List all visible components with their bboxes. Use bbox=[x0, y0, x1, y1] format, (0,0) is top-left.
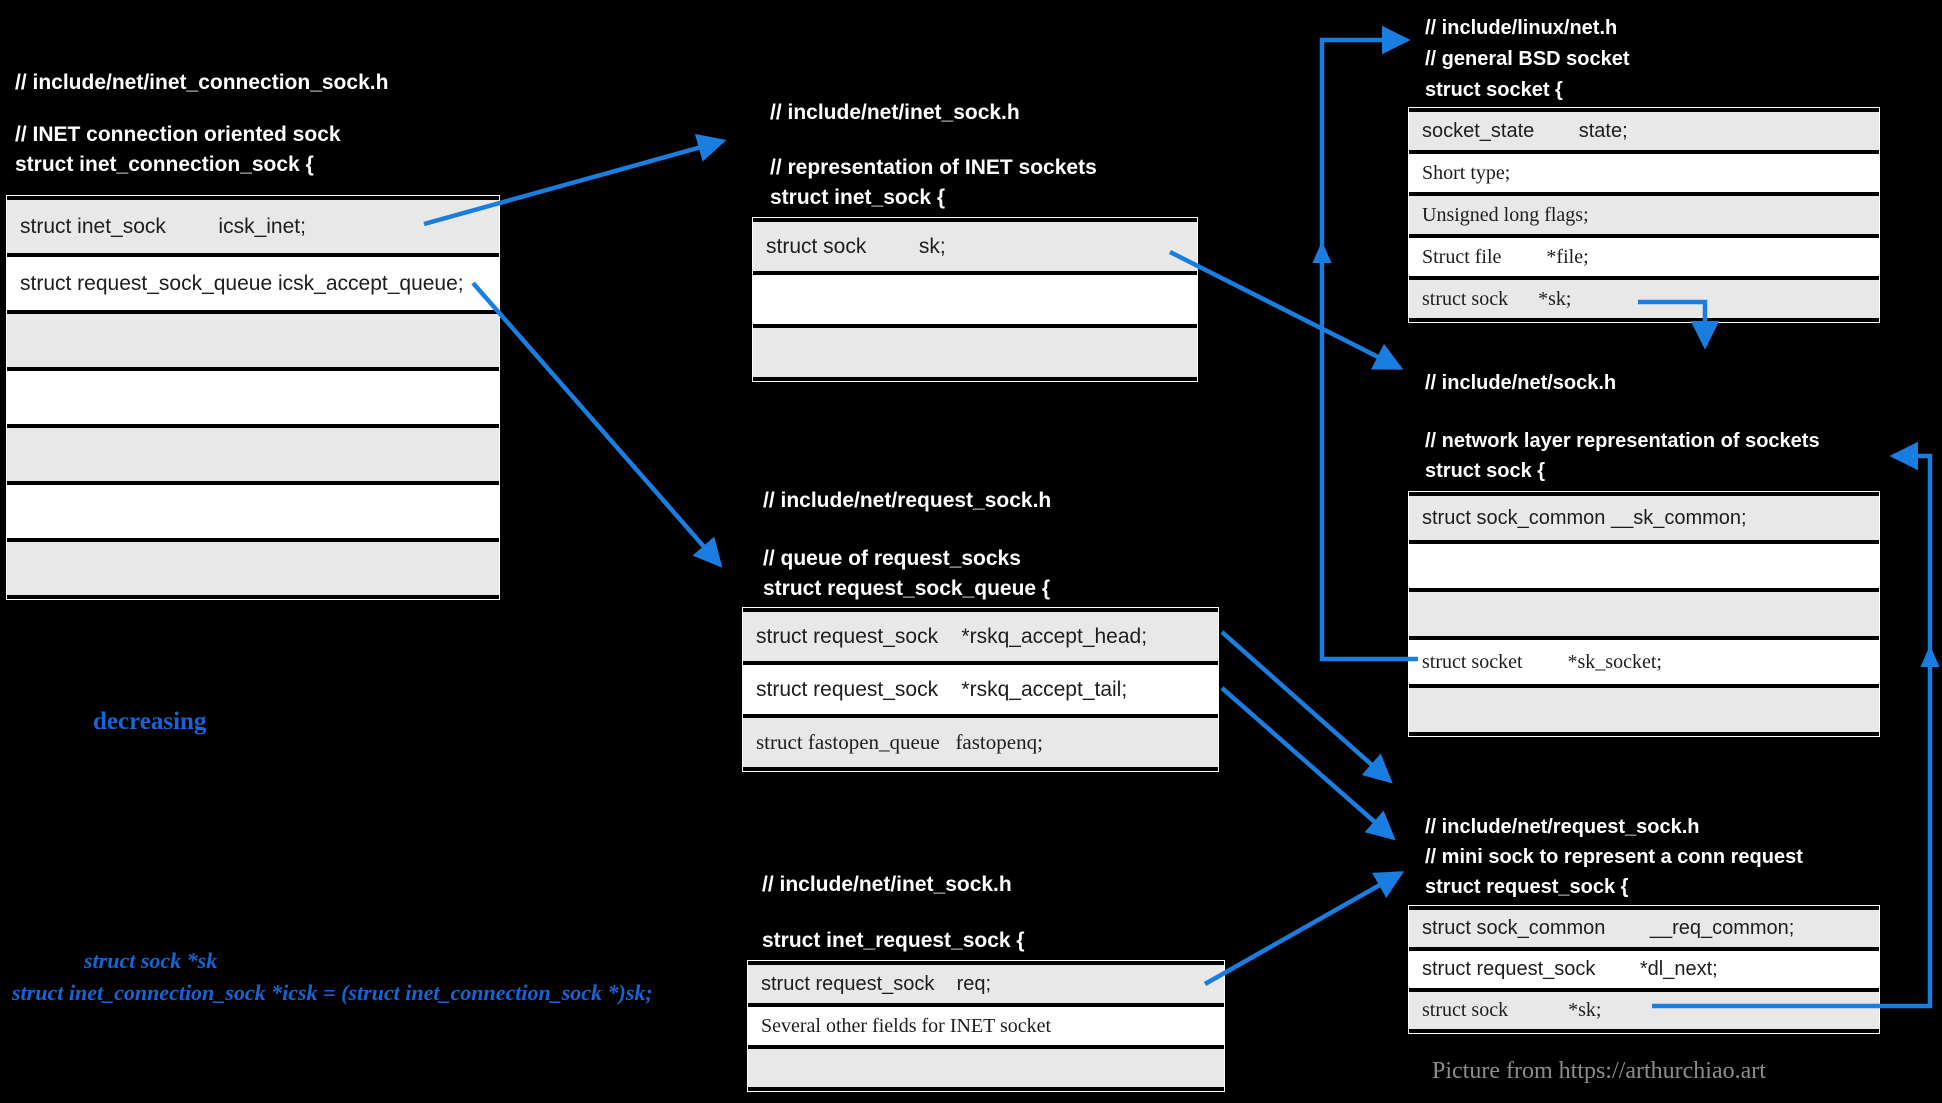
struct-row: struct sock sk; bbox=[753, 218, 1197, 271]
desc-comment: // INET connection oriented sock bbox=[15, 123, 341, 146]
struct-table-inet-connection-sock: struct inet_sock icsk_inet; struct reque… bbox=[6, 195, 500, 600]
struct-row: Unsigned long flags; bbox=[1409, 192, 1879, 234]
credit-text: Picture from https://arthurchiao.art bbox=[1432, 1058, 1766, 1084]
struct-declaration: struct inet_request_sock { bbox=[762, 929, 1025, 952]
mid-arrowhead-up-icon bbox=[1920, 645, 1940, 667]
struct-row: struct sock *sk; bbox=[1409, 988, 1879, 1033]
struct-row: struct sock_common __sk_common; bbox=[1409, 492, 1879, 540]
struct-declaration: struct sock { bbox=[1425, 460, 1546, 482]
struct-row: struct request_sock *rskq_accept_head; bbox=[743, 608, 1218, 661]
arrow-accept-queue-to-request-sock-queue bbox=[471, 281, 723, 568]
decreasing-label: decreasing bbox=[93, 708, 207, 735]
arrow-rskq-accept-tail-to-request-sock bbox=[1220, 686, 1396, 841]
struct-row bbox=[753, 324, 1197, 381]
struct-row: Struct file *file; bbox=[1409, 234, 1879, 276]
struct-row: struct inet_sock icsk_inet; bbox=[7, 196, 499, 253]
mid-arrowhead-up-icon bbox=[1312, 241, 1332, 263]
struct-table-request-sock-queue: struct request_sock *rskq_accept_head; s… bbox=[742, 607, 1219, 772]
struct-row bbox=[1409, 540, 1879, 588]
desc-comment: // general BSD socket bbox=[1425, 48, 1630, 70]
cast-code-line-2: struct inet_connection_sock *icsk = (str… bbox=[12, 980, 653, 1005]
struct-declaration: struct socket { bbox=[1425, 79, 1563, 101]
struct-declaration: struct request_sock_queue { bbox=[763, 577, 1051, 600]
struct-row bbox=[7, 310, 499, 367]
struct-row: struct request_sock_queue icsk_accept_qu… bbox=[7, 253, 499, 310]
arrow-sk-socket-to-socket bbox=[1319, 25, 1418, 662]
struct-row bbox=[7, 538, 499, 599]
struct-row bbox=[748, 1045, 1224, 1091]
file-comment: // include/net/sock.h bbox=[1425, 372, 1617, 394]
struct-row: socket_state state; bbox=[1409, 108, 1879, 150]
struct-declaration: struct request_sock { bbox=[1425, 876, 1629, 898]
struct-row bbox=[753, 271, 1197, 324]
desc-comment: // representation of INET sockets bbox=[770, 156, 1097, 179]
struct-row: struct request_sock *dl_next; bbox=[1409, 947, 1879, 988]
desc-comment: // mini sock to represent a conn request bbox=[1425, 846, 1803, 868]
struct-row: struct request_sock req; bbox=[748, 961, 1224, 1003]
struct-row: Several other fields for INET socket bbox=[748, 1003, 1224, 1045]
struct-table-inet-sock: struct sock sk; bbox=[752, 217, 1198, 382]
struct-row bbox=[7, 424, 499, 481]
struct-table-request-sock: struct sock_common __req_common; struct … bbox=[1408, 905, 1880, 1034]
file-comment: // include/linux/net.h bbox=[1425, 17, 1618, 39]
desc-comment: // network layer representation of socke… bbox=[1425, 430, 1820, 452]
file-comment: // include/net/request_sock.h bbox=[763, 489, 1052, 512]
struct-row bbox=[7, 481, 499, 538]
file-comment: // include/net/inet_sock.h bbox=[762, 873, 1012, 896]
struct-row: struct sock_common __req_common; bbox=[1409, 906, 1879, 947]
struct-declaration: struct inet_connection_sock { bbox=[15, 153, 314, 176]
arrow-inet-sock-sk-to-sock bbox=[1168, 249, 1404, 371]
struct-table-socket: socket_state state; Short type; Unsigned… bbox=[1408, 107, 1880, 323]
desc-comment: // queue of request_socks bbox=[763, 547, 1021, 570]
struct-declaration: struct inet_sock { bbox=[770, 186, 946, 209]
struct-table-inet-request-sock: struct request_sock req; Several other f… bbox=[747, 960, 1225, 1092]
struct-row bbox=[7, 367, 499, 424]
file-comment: // include/net/request_sock.h bbox=[1425, 816, 1700, 838]
cast-code-line-1: struct sock *sk bbox=[84, 948, 218, 973]
struct-row bbox=[1409, 684, 1879, 736]
struct-row: struct sock *sk; bbox=[1409, 276, 1879, 322]
struct-row: struct socket *sk_socket; bbox=[1409, 636, 1879, 684]
struct-row bbox=[1409, 588, 1879, 636]
struct-table-sock: struct sock_common __sk_common; struct s… bbox=[1408, 491, 1880, 737]
arrow-irs-req-to-request-sock bbox=[1203, 871, 1405, 986]
struct-row: Short type; bbox=[1409, 150, 1879, 192]
arrow-rskq-accept-head-to-request-sock bbox=[1220, 630, 1393, 784]
struct-row: struct fastopen_queue fastopenq; bbox=[743, 714, 1218, 771]
file-comment: // include/net/inet_sock.h bbox=[770, 101, 1020, 124]
struct-row: struct request_sock *rskq_accept_tail; bbox=[743, 661, 1218, 714]
file-comment: // include/net/inet_connection_sock.h bbox=[15, 71, 389, 94]
